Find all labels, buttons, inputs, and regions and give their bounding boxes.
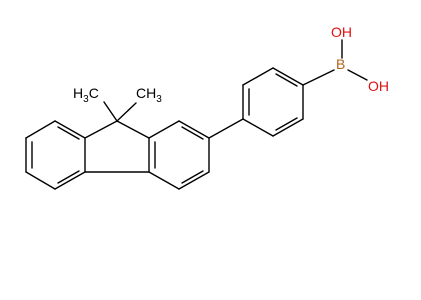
bond [272,118,304,137]
bond [25,171,56,190]
methyl-right-subscript: 3 [156,94,162,105]
bond [178,171,210,190]
bond [242,67,274,86]
bond [116,120,150,139]
methyl-left-c: C [89,85,99,101]
hydroxyl-top-label: OH [331,24,352,40]
hydroxyl-bottom-label: OH [368,78,389,94]
bond [272,67,304,86]
bond [103,101,118,122]
double-bond [57,170,80,184]
bond [25,120,56,139]
bond [178,120,210,139]
bond [116,102,137,122]
double-bond [181,170,204,184]
methyl-right-label: CH3 [136,85,162,105]
fluorene-right-ring [148,120,210,190]
carbon-boron-bond [302,69,335,86]
methyl-right-ch: CH [136,85,156,101]
fluorene-five-ring [84,120,150,173]
double-bond [275,73,298,87]
double-bond [181,126,204,140]
bond [148,120,180,139]
phenyl-ring [242,67,304,137]
bond [54,171,86,190]
fluorene-left-ring [25,120,86,190]
methyl-left-subscript: 3 [83,94,89,105]
boron-label: B [336,56,345,72]
double-bond [57,126,80,140]
gem-dimethyl [103,101,137,122]
bond [84,120,118,139]
biaryl-bond [208,118,244,139]
bond [54,120,86,139]
boron-oxygen-bond [347,69,368,81]
methyl-left-h: H [73,85,83,101]
methyl-left-label: H3C [73,85,99,105]
bond [242,118,274,137]
bond [148,171,180,190]
double-bond [275,117,298,131]
